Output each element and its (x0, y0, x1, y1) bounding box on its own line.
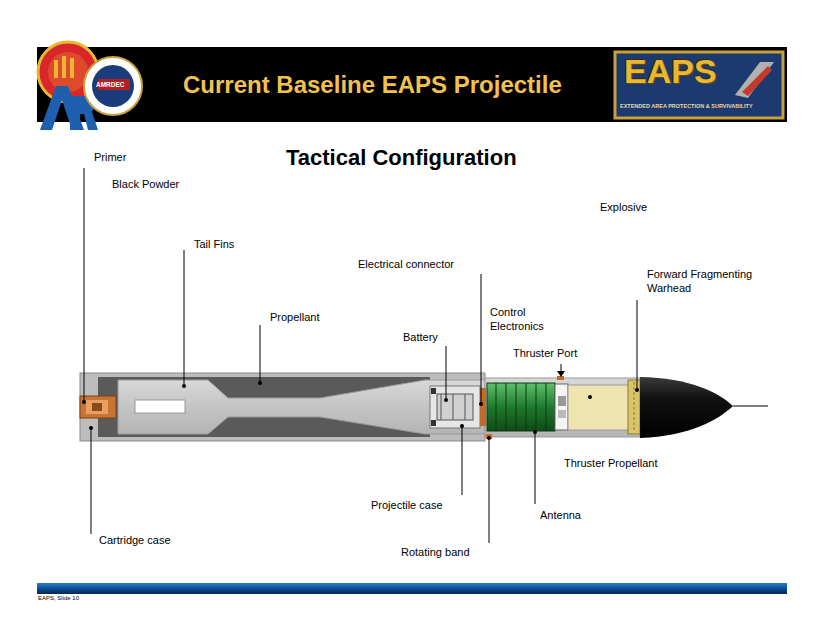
part-label: Thruster Port (513, 347, 577, 361)
projectile-body (485, 378, 640, 437)
battery (430, 386, 480, 428)
control-electronics (487, 383, 555, 431)
footer-bar (37, 583, 787, 594)
header-band (37, 47, 787, 122)
fragmenting-warhead (628, 380, 640, 434)
rotating-band (486, 434, 492, 439)
logo-text: AMRDEC (96, 81, 125, 89)
logo-tagline: EXTENDED AREA PROTECTION & SURVIVABILITY (620, 103, 753, 110)
part-label: Rotating band (401, 546, 470, 560)
part-label: Battery (403, 331, 438, 345)
slide-title: Current Baseline EAPS Projectile (183, 70, 562, 100)
part-label: Cartridge case (99, 534, 171, 548)
subtitle: Tactical Configuration (286, 144, 517, 172)
tip-line (733, 406, 768, 407)
part-label: Explosive (600, 201, 647, 215)
logo-wordmark: EAPS (624, 54, 717, 88)
nose-cone (640, 377, 733, 438)
amrdec-logo (84, 57, 142, 115)
part-label: Propellant (270, 311, 320, 325)
slide-number: EAPS, Slide 10 (38, 595, 79, 603)
part-label: Electrical connector (358, 258, 454, 272)
leader-lines (84, 168, 637, 543)
fin-slot (135, 400, 185, 413)
part-label: Thruster Propellant (564, 457, 658, 471)
arrow-head (557, 371, 565, 377)
explosive (568, 385, 629, 430)
part-label: Tail Fins (194, 238, 234, 252)
part-label: Control Electronics (490, 306, 558, 334)
part-label: Primer (94, 151, 126, 165)
projectile-tail (118, 380, 485, 434)
part-label: Projectile case (371, 499, 443, 513)
part-label: Black Powder (112, 178, 179, 192)
cartridge-case (80, 373, 485, 441)
eaps-logo (615, 52, 783, 118)
thruster (555, 376, 568, 430)
primer (80, 396, 116, 418)
part-label: Antenna (540, 509, 581, 523)
leader-dots (82, 381, 639, 440)
part-label: Forward Fragmenting Warhead (647, 268, 769, 296)
